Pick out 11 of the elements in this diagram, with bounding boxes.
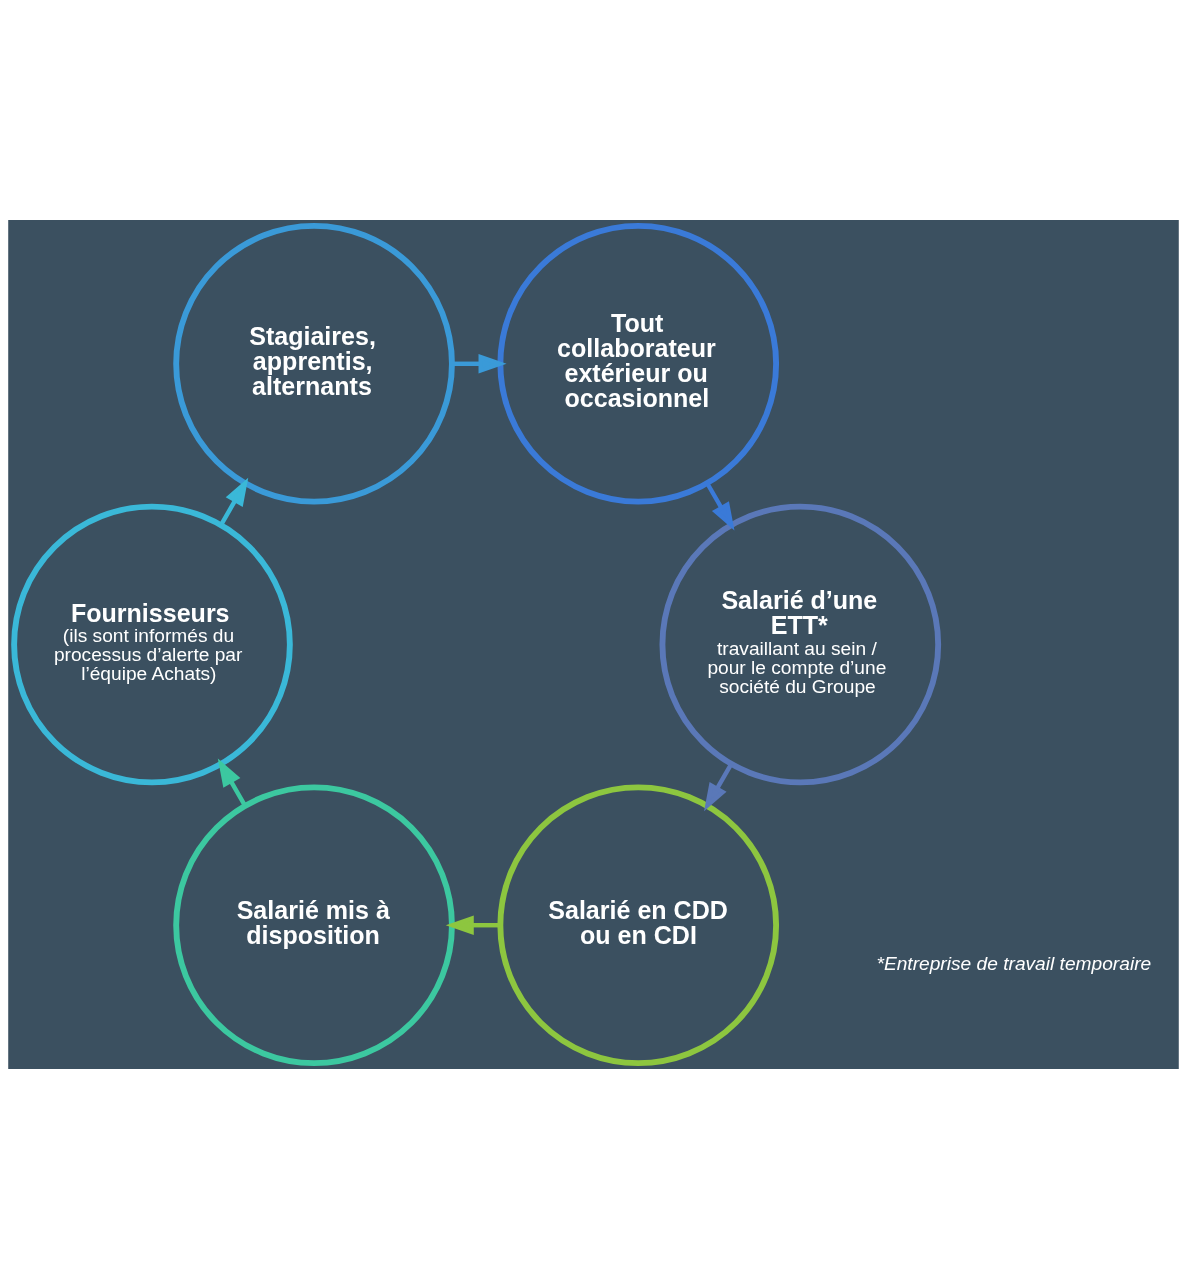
arrow	[217, 758, 247, 807]
label: *Entreprise de travail temporaire	[876, 952, 1152, 974]
node-circle: Tout collaborateur extérieur ou occasionnel	[497, 222, 780, 505]
node-circle: Salarié d’une ETT* travaillant au sein / pour le compte d’une société du Groupe	[659, 503, 942, 785]
node-circle: Fournisseurs (ils sont informés du processus d’alerte par l’équipe Achats)	[11, 503, 293, 785]
arrow	[704, 762, 734, 811]
arrow	[452, 353, 507, 374]
arrow	[445, 914, 501, 935]
node-circle: Salarié mis à disposition	[173, 783, 455, 1066]
arrow	[705, 481, 735, 530]
arrow	[219, 477, 249, 526]
